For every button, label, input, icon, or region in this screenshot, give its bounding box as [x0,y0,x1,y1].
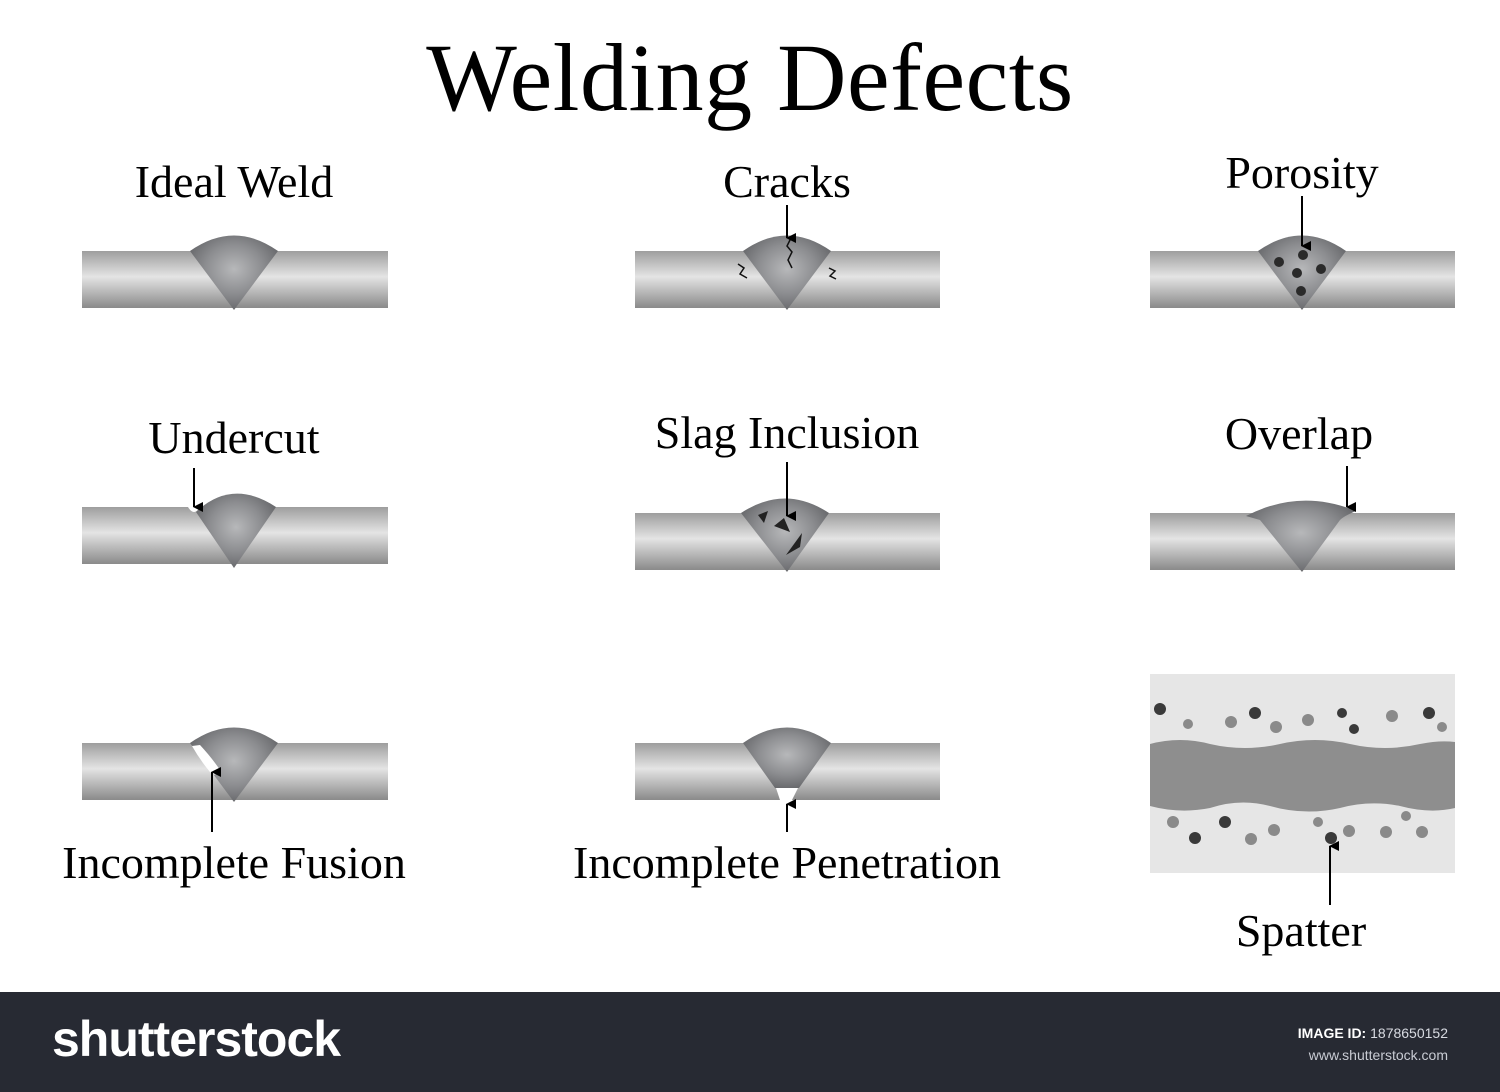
label-incomplete-fusion: Incomplete Fusion [62,837,406,888]
spatter-drop [1437,722,1447,732]
pore [1296,286,1306,296]
welding-defects-diagram: Welding Defects [62,24,1455,956]
label-cracks: Cracks [723,156,851,207]
spatter-drop [1268,824,1280,836]
diagram-title: Welding Defects [426,24,1074,131]
spatter-drop [1225,716,1237,728]
spatter-drop [1337,708,1347,718]
spatter-drop [1245,833,1257,845]
slag-particle [758,511,768,523]
weld-bead [190,727,278,802]
spatter-drop [1416,826,1428,838]
weld-bead [190,235,278,310]
label-undercut: Undercut [148,412,320,463]
crack-line [828,267,837,280]
pore [1274,257,1284,267]
label-porosity: Porosity [1225,147,1379,198]
spatter-drop [1270,721,1282,733]
image-id-value: 1878650152 [1370,1025,1448,1041]
spatter-drop [1189,832,1201,844]
slag-particle [774,518,790,532]
image-id-block: IMAGE ID: 1878650152 www.shutterstock.co… [1298,1022,1448,1066]
crack-line [737,263,748,279]
undercut-figure [82,468,388,568]
pore [1316,264,1326,274]
spatter-drop [1401,811,1411,821]
spatter-drop [1423,707,1435,719]
slag-inclusion-figure [635,462,940,572]
label-slag-inclusion: Slag Inclusion [654,407,920,458]
penetration-gap [776,788,798,800]
label-incomplete-penetration: Incomplete Penetration [573,837,1001,888]
image-id-label: IMAGE ID: [1297,1025,1367,1041]
spatter-drop [1380,826,1392,838]
weld-bead-top-view [1150,740,1455,812]
incomplete-fusion-figure [82,727,388,832]
pore [1292,268,1302,278]
spatter-drop [1167,816,1179,828]
weld-bead [743,727,831,788]
spatter-drop [1219,816,1231,828]
pore [1298,250,1308,260]
spatter-drop [1302,714,1314,726]
overlap-figure [1150,466,1455,572]
spatter-drop [1343,825,1355,837]
weld-bead [743,235,831,310]
brand-logo: shutterstock [52,1011,341,1067]
weld-bead [1246,500,1356,572]
slag-particle [786,533,802,555]
weld-bead [196,493,276,568]
spatter-drop [1325,832,1337,844]
porosity-figure [1150,196,1455,310]
ideal-weld-figure [82,235,388,310]
cracks-figure [635,205,940,310]
incomplete-penetration-figure [635,727,940,832]
spatter-drop [1183,719,1193,729]
footer-bar: shutterstock IMAGE ID: 1878650152 www.sh… [0,992,1500,1092]
weld-bead [1258,235,1346,310]
spatter-drop [1154,703,1166,715]
spatter-drop [1249,707,1261,719]
spatter-drop [1349,724,1359,734]
site-url: www.shutterstock.com [1308,1047,1448,1063]
spatter-drop [1386,710,1398,722]
label-spatter: Spatter [1235,905,1367,956]
spatter-drop [1313,817,1323,827]
crack-line [786,237,793,269]
diagram-drawing [82,196,1455,905]
label-ideal-weld: Ideal Weld [134,156,334,207]
spatter-figure [1150,674,1455,905]
label-overlap: Overlap [1224,408,1374,459]
